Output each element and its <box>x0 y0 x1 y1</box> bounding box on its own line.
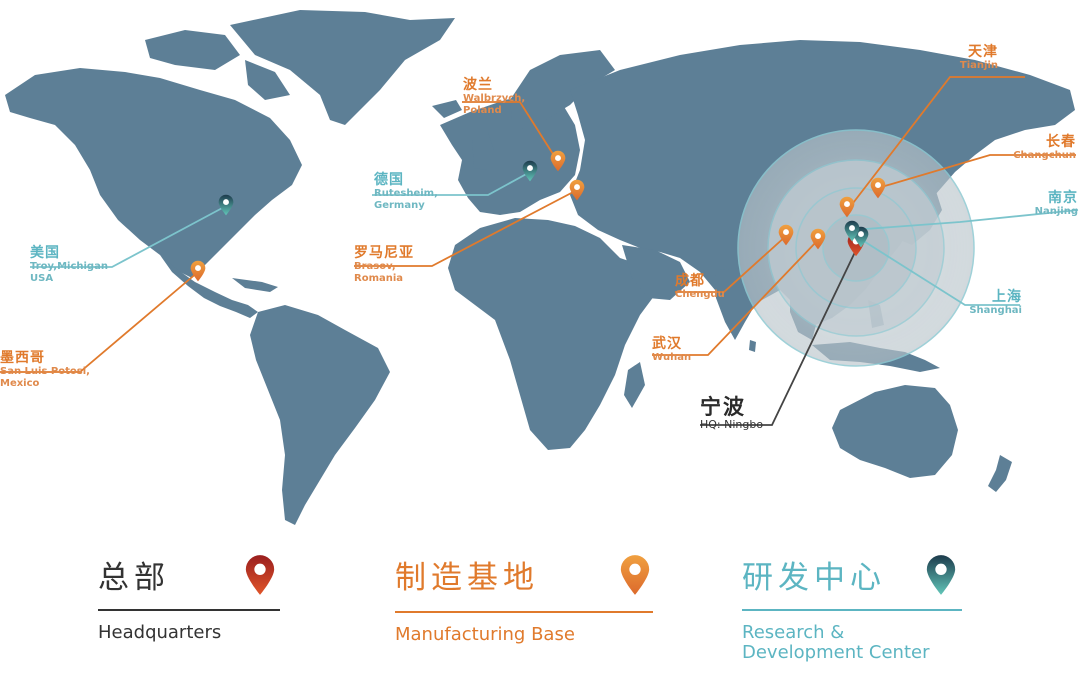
mexico-en-1: San Luis Potosi, <box>0 366 90 378</box>
arctic-islands <box>145 30 240 70</box>
headquarters-pin-icon <box>245 555 275 595</box>
line-poland <box>462 101 559 163</box>
line-changchun <box>877 154 1076 189</box>
label-hq: 宁波 HQ: Ningbo <box>700 395 763 432</box>
mexico-zh: 墨西哥 <box>0 350 45 366</box>
label-nanjing: 南京 Nanjing <box>1035 190 1078 218</box>
new-zealand <box>988 455 1012 492</box>
hq-zh: 宁波 <box>700 395 746 419</box>
nanjing-zh: 南京 <box>1048 190 1078 206</box>
germany-zh: 德国 <box>374 172 404 188</box>
arctic-islands-2 <box>245 60 290 100</box>
changchun-zh: 长春 <box>1046 134 1076 150</box>
australia <box>832 385 958 478</box>
label-chengdu: 成都 Chengdu <box>675 273 725 301</box>
line-wuhan <box>652 239 819 356</box>
sri-lanka <box>749 340 756 352</box>
label-tianjin: 天津 Tianjin <box>960 44 998 72</box>
germany-en-1: Rutesheim, <box>374 188 438 200</box>
usa-en-1: Troy,Michigan <box>30 261 108 273</box>
legend-headquarters: 总部 Headquarters <box>98 563 280 653</box>
tianjin-zh: 天津 <box>968 44 998 60</box>
nanjing-en: Nanjing <box>1034 206 1078 218</box>
legend-manufacturing-en: Manufacturing Base <box>395 624 575 645</box>
label-romania: 罗马尼亚 Brasov, Romania <box>354 245 414 284</box>
legend-manufacturing-zh: 制造基地 <box>395 560 539 596</box>
label-shanghai: 上海 Shanghai <box>969 289 1022 317</box>
hq-en: HQ: Ningbo <box>700 418 764 432</box>
poland-en-1: Walbrzych, <box>463 93 526 105</box>
legend-research-en-2: Development Center <box>742 642 930 663</box>
north-america <box>5 68 302 278</box>
line-germany <box>372 171 531 196</box>
legend-manufacturing-rule <box>395 611 653 613</box>
label-poland: 波兰 Walbrzych, Poland <box>463 77 525 116</box>
shanghai-en: Shanghai <box>969 305 1022 317</box>
legend-headquarters-zh: 总部 <box>98 560 170 596</box>
manufacturing-pin-icon <box>620 555 650 595</box>
chengdu-en: Chengdu <box>675 289 725 301</box>
legend-research-zh: 研发中心 <box>742 560 886 596</box>
legend-research-en-1: Research & <box>742 622 845 643</box>
research-pin-icon <box>926 555 956 595</box>
line-hq <box>700 249 857 426</box>
madagascar <box>624 362 645 408</box>
line-shanghai <box>861 239 1020 306</box>
poland-en-2: Poland <box>463 104 502 116</box>
wuhan-en: Wuhan <box>652 352 692 364</box>
leader-lines <box>0 76 1079 426</box>
greenland <box>230 10 455 125</box>
arabia <box>622 245 690 300</box>
legend-manufacturing: 制造基地 Manufacturing Base <box>395 563 653 653</box>
mexico-pin-icon <box>190 260 206 282</box>
line-nanjing <box>851 209 1079 231</box>
iceland <box>432 100 462 118</box>
line-tianjin <box>849 76 1025 208</box>
romania-en-2: Romania <box>354 272 404 284</box>
tianjin-en: Tianjin <box>959 60 998 72</box>
chengdu-zh: 成都 <box>675 273 705 289</box>
usa-zh: 美国 <box>30 245 60 261</box>
changchun-en: Changchun <box>1013 150 1076 162</box>
line-chengdu <box>675 235 787 293</box>
shanghai-zh: 上海 <box>992 289 1022 305</box>
south-america <box>250 305 390 525</box>
legend-headquarters-en: Headquarters <box>98 622 222 643</box>
africa <box>448 218 660 450</box>
usa-en-2: USA <box>30 272 54 284</box>
line-romania <box>354 189 578 267</box>
label-germany: 德国 Rutesheim, Germany <box>374 172 438 211</box>
line-mexico <box>0 271 199 373</box>
europe <box>440 95 580 215</box>
romania-en-1: Brasov, <box>354 261 396 273</box>
germany-en-2: Germany <box>374 199 425 211</box>
wuhan-zh: 武汉 <box>652 336 682 352</box>
legend-headquarters-rule <box>98 609 280 611</box>
caribbean <box>232 278 278 292</box>
scandinavia <box>510 50 615 130</box>
line-usa <box>30 205 227 268</box>
uk <box>472 132 494 170</box>
label-usa: 美国 Troy,Michigan USA <box>30 245 108 284</box>
legend-research: 研发中心 Research & Development Center <box>742 563 962 673</box>
label-mexico: 墨西哥 San Luis Potosi, Mexico <box>0 350 90 389</box>
romania-zh: 罗马尼亚 <box>354 245 414 261</box>
label-wuhan: 武汉 Wuhan <box>652 336 691 364</box>
mexico-en-2: Mexico <box>0 377 40 389</box>
label-changchun: 长春 Changchun <box>1013 134 1076 162</box>
central-america <box>160 255 258 318</box>
poland-zh: 波兰 <box>463 77 493 93</box>
legend-research-rule <box>742 609 962 611</box>
